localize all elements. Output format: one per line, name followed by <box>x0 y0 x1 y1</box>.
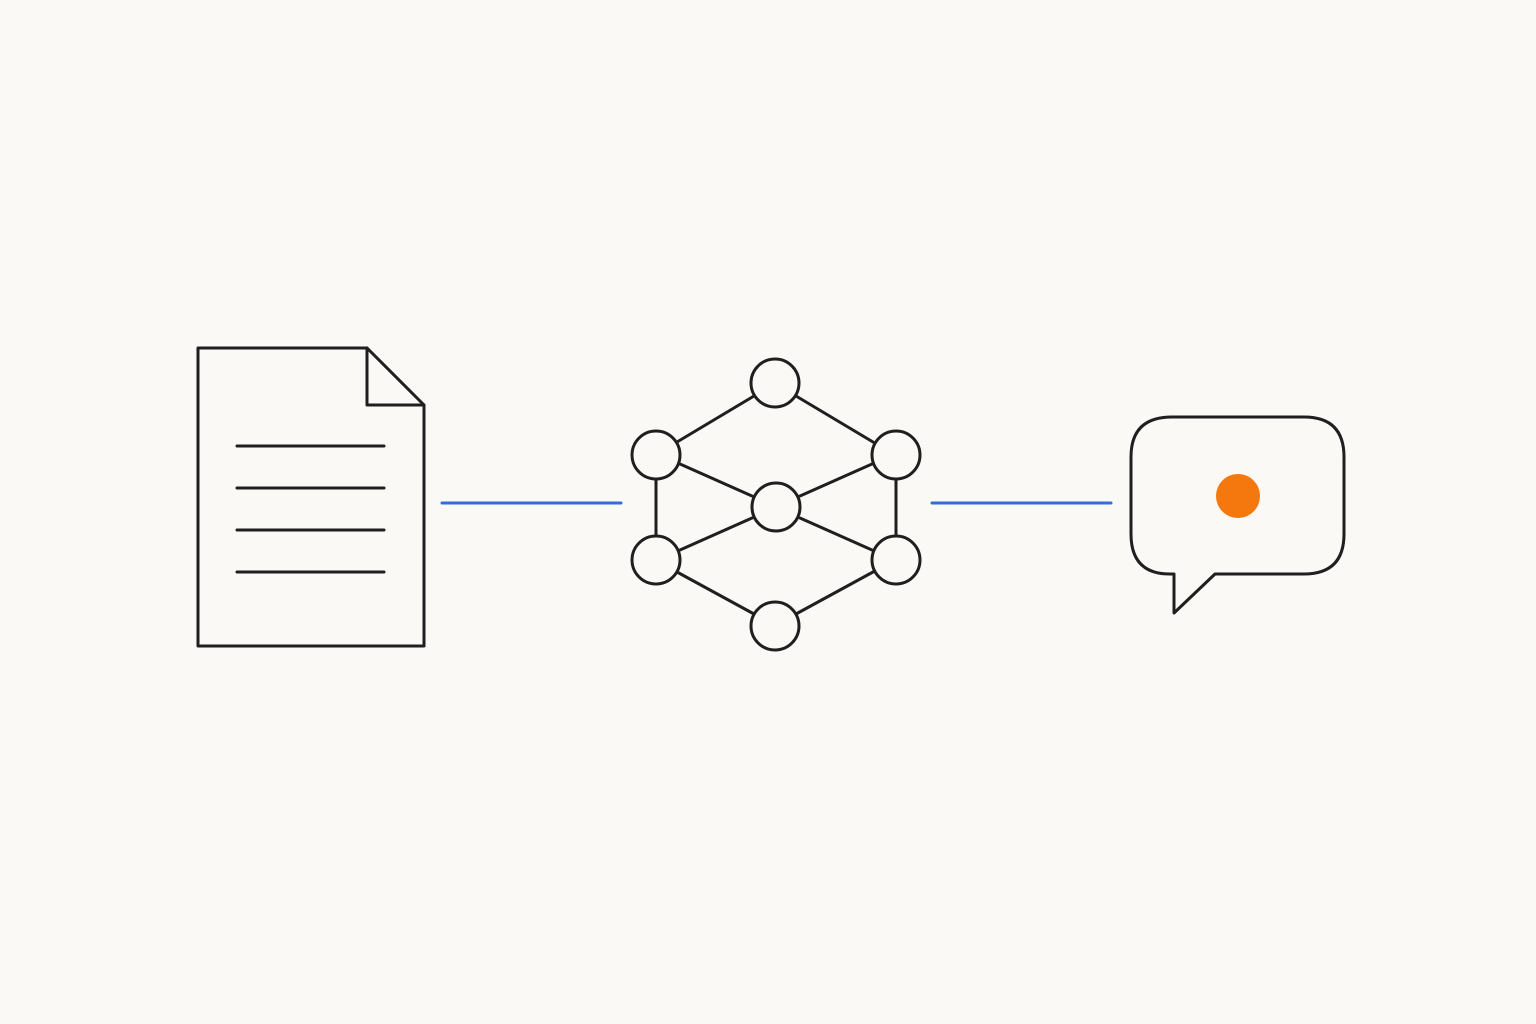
chat-bubble-dot <box>1216 474 1260 518</box>
network-edge <box>794 394 875 444</box>
network-edge <box>678 462 754 498</box>
chat-bubble-outline <box>1129 415 1346 615</box>
network-edge <box>798 462 874 498</box>
network-node <box>750 481 802 533</box>
network-node <box>870 429 922 481</box>
network-edge <box>675 394 756 444</box>
network-node <box>749 357 801 409</box>
chat-bubble-icon <box>1129 415 1346 615</box>
network-node <box>630 429 682 481</box>
network-edge <box>798 516 874 552</box>
network-edge <box>678 516 754 552</box>
network-node <box>749 600 801 652</box>
network-graph-icon <box>630 357 922 652</box>
network-node <box>630 534 682 586</box>
network-edge <box>675 570 756 616</box>
document-icon <box>196 346 426 648</box>
network-node <box>870 534 922 586</box>
document-fold <box>365 346 426 407</box>
document-outline <box>196 346 426 648</box>
network-edge <box>794 570 875 616</box>
